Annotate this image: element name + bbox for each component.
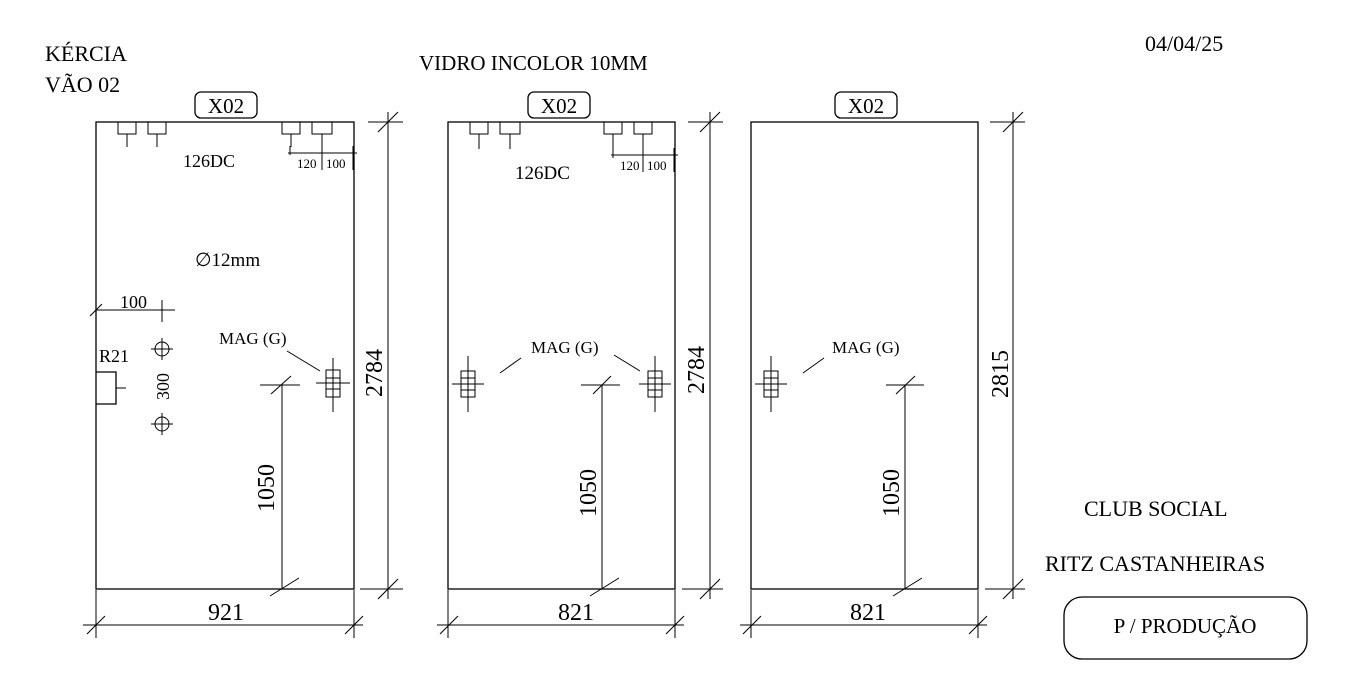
production-status-label: P / PRODUÇÃO (1114, 614, 1257, 638)
panel-2-magnet-label: MAG (G) (531, 338, 599, 357)
panel-1-dim-b: 100 (326, 156, 346, 171)
panel-2-tag: X02 (541, 94, 577, 118)
panel-2-width: 821 (558, 600, 594, 626)
panel-2-magnet-height: 1050 (576, 469, 602, 517)
panel-1-height: 2784 (362, 349, 388, 397)
material-label: VIDRO INCOLOR 10MM (419, 51, 648, 75)
production-status-frame[interactable] (1063, 596, 1308, 660)
panel-1-dim-a: 120 (297, 156, 317, 171)
panel-1-notch (96, 371, 117, 405)
panel-1-magnet-symbol (316, 358, 350, 412)
production-status-button[interactable]: P / PRODUÇÃO (1063, 596, 1308, 660)
panel-2-top-hinges (469, 122, 678, 172)
panel-3-tag-frame (834, 91, 898, 119)
panel-2-height: 2784 (684, 346, 710, 394)
span-label: VÃO 02 (45, 72, 120, 97)
glass-panel-2: X02 126DC 120 100 MAG (G) 1050 821 2784 (437, 91, 723, 638)
project-name-line1: CLUB SOCIAL (1084, 496, 1228, 521)
panel-3-magnet-label: MAG (G) (832, 338, 900, 357)
panel-2-outline (447, 121, 676, 590)
panel-1-width: 921 (208, 600, 244, 626)
panel-1-magnet-height: 1050 (254, 464, 280, 512)
panel-1-tag: X02 (208, 94, 244, 118)
panel-1-tag-frame (194, 91, 258, 119)
panel-1-holes (151, 338, 173, 435)
panel-3-height: 2815 (988, 350, 1014, 398)
panel-1-radius: R21 (99, 346, 129, 366)
panel-1-hole-offset: 100 (120, 292, 147, 312)
panel-2-hinge-code: 126DC (515, 163, 570, 184)
panel-2-magnet-right (639, 356, 671, 412)
panel-1-hole-spacing: 300 (153, 373, 173, 400)
glass-panel-1: X02 126DC 120 100 ∅12mm 100 R21 300 MAG … (83, 91, 403, 638)
panel-2-tag-frame (527, 91, 591, 119)
date-label: 04/04/25 (1145, 31, 1223, 56)
panel-2-dim-b: 100 (647, 158, 667, 173)
panel-1-hinge-code: 126DC (183, 151, 235, 171)
panel-2-magnet-left (452, 356, 484, 412)
panel-3-magnet-height: 1050 (879, 469, 905, 517)
project-name-line2: RITZ CASTANHEIRAS (1045, 551, 1265, 576)
panel-1-hole-diameter: ∅12mm (195, 250, 260, 271)
client-name: KÉRCIA (45, 41, 127, 66)
panel-3-magnet (755, 356, 787, 412)
glass-panel-3: X02 MAG (G) 1050 821 2815 (740, 91, 1025, 638)
panel-1-magnet-label: MAG (G) (219, 329, 287, 348)
panel-3-tag: X02 (848, 94, 884, 118)
panel-2-dim-a: 120 (620, 158, 640, 173)
panel-3-outline (750, 121, 979, 590)
panel-1-top-hinges (117, 122, 357, 170)
panel-3-width: 821 (850, 600, 886, 626)
panel-1-outline (95, 121, 355, 590)
